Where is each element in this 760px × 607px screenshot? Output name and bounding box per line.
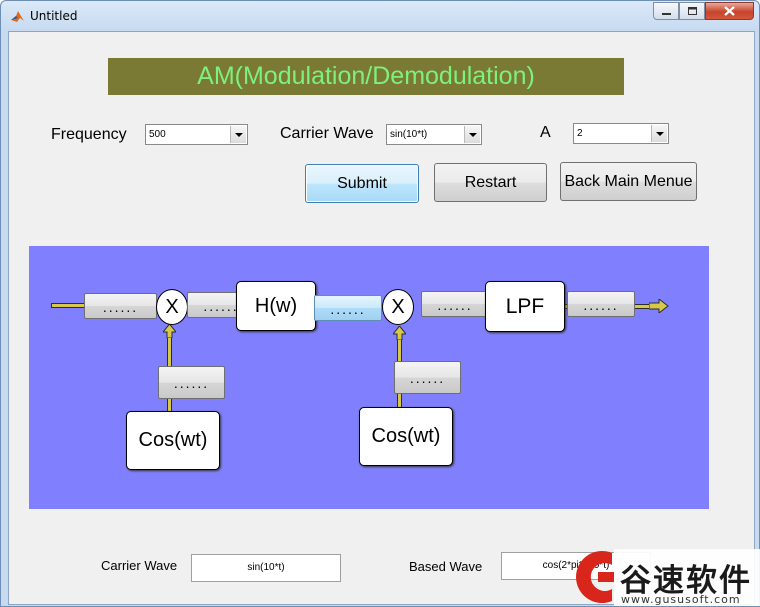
input-signal-line [51,303,87,308]
bottom-carrier-wave-label: Carrier Wave [101,558,178,573]
chevron-down-icon[interactable] [464,126,480,143]
arrow-up-icon [163,324,176,338]
output-value-button[interactable]: ...... [567,291,635,317]
restart-button[interactable]: Restart [434,163,547,202]
watermark-url: www.gususoft.com [621,593,741,606]
cos-2-value-button[interactable]: ...... [394,361,461,394]
based-wave-label: Based Wave [409,559,483,574]
amplitude-label: A [540,124,551,141]
figure-area: AM(Modulation/Demodulation) Frequency 50… [8,31,755,605]
back-main-menu-button[interactable]: Back Main Menue [560,162,697,201]
carrier-wave-select[interactable]: sin(10*t) [386,124,482,145]
frequency-label: Frequency [51,126,127,143]
close-button[interactable] [705,2,754,20]
input-value-button[interactable]: ...... [84,293,157,319]
chevron-down-icon[interactable] [651,125,667,142]
minimize-icon [662,13,671,15]
watermark-text: 谷速软件 [620,563,752,599]
cos-oscillator-1: Cos(wt) [126,411,220,470]
multiplier-2: X [382,289,414,325]
close-icon [724,6,735,16]
lpf-block: LPF [485,281,565,332]
minimize-button[interactable] [653,2,679,20]
maximize-button[interactable] [679,2,705,20]
multiplier-1: X [156,289,188,325]
arrow-up-icon [393,326,406,340]
cos-oscillator-2: Cos(wt) [359,407,453,466]
chevron-down-icon[interactable] [230,126,246,143]
hw-output-button[interactable]: ...... [314,295,382,321]
matlab-icon [11,11,24,22]
carrier-wave-output[interactable]: sin(10*t) [191,554,341,582]
block-diagram: ...... X ...... H(w) ...... X ...... LPF… [29,246,709,509]
maximize-icon [688,7,697,15]
window-title: Untitled [30,9,78,23]
amplitude-select[interactable]: 2 [573,123,669,144]
arrow-right-icon [649,299,669,313]
submit-button[interactable]: Submit [305,164,419,203]
gususoft-logo-icon [576,549,760,606]
carrier-wave-select-value: sin(10*t) [390,129,428,140]
amplitude-select-value: 2 [577,128,583,139]
frequency-select[interactable]: 500 [145,124,248,145]
page-title: AM(Modulation/Demodulation) [108,58,624,95]
title-bar[interactable]: Untitled [1,1,759,31]
frequency-select-value: 500 [149,129,166,140]
carrier-wave-label: Carrier Wave [280,125,374,142]
cos-1-value-button[interactable]: ...... [158,366,225,399]
hw-filter-block: H(w) [236,281,316,331]
multiplier-2-output-button[interactable]: ...... [421,291,489,317]
